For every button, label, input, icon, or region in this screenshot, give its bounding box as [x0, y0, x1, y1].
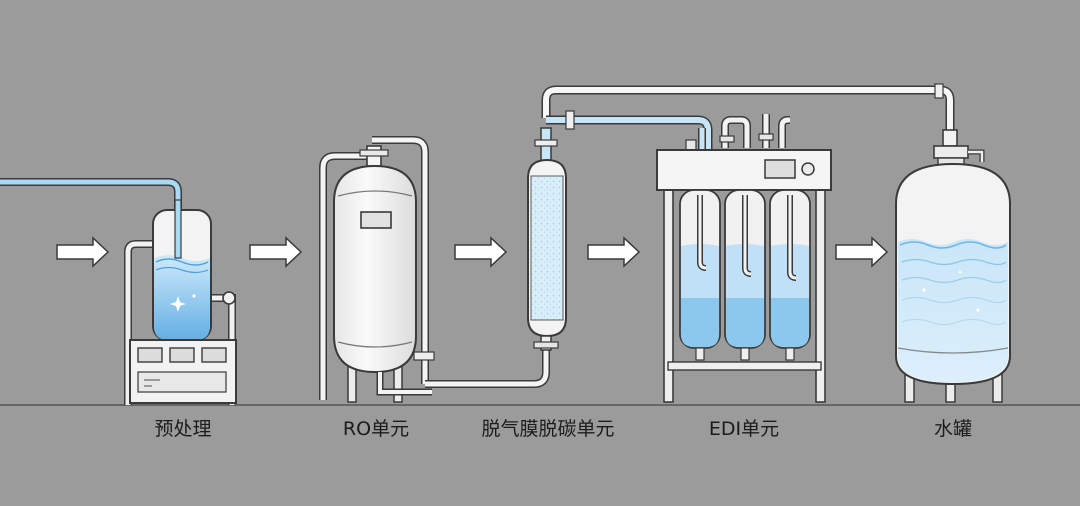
pretreatment-unit — [124, 199, 237, 405]
label-degas-unit: 脱气膜脱碳单元 — [481, 418, 615, 440]
edi-unit — [656, 114, 832, 403]
storage-tank — [895, 129, 1011, 403]
inlet-pipe — [0, 178, 182, 246]
label-pretreatment: 预处理 — [154, 418, 212, 440]
gauge-icon — [222, 291, 236, 305]
degas-unit — [527, 127, 567, 351]
edi-knob-icon — [801, 162, 815, 176]
label-edi-unit: EDI单元 — [708, 418, 780, 440]
flow-arrow-4 — [587, 236, 641, 268]
edi-display — [764, 159, 796, 179]
ro-unit — [319, 136, 550, 403]
edi-column-2 — [724, 189, 766, 349]
sparkle-icon — [170, 296, 186, 312]
ro-nameplate — [360, 211, 392, 229]
flow-arrow-5 — [835, 236, 889, 268]
edi-column-1 — [679, 189, 721, 349]
flow-arrow-3 — [454, 236, 508, 268]
top-pipe — [541, 83, 955, 150]
label-water-tank: 水罐 — [933, 418, 973, 440]
flow-arrow-1 — [56, 236, 110, 268]
flow-arrow-2 — [249, 236, 303, 268]
edi-column-3 — [769, 189, 811, 349]
label-ro-unit: RO单元 — [342, 418, 410, 440]
